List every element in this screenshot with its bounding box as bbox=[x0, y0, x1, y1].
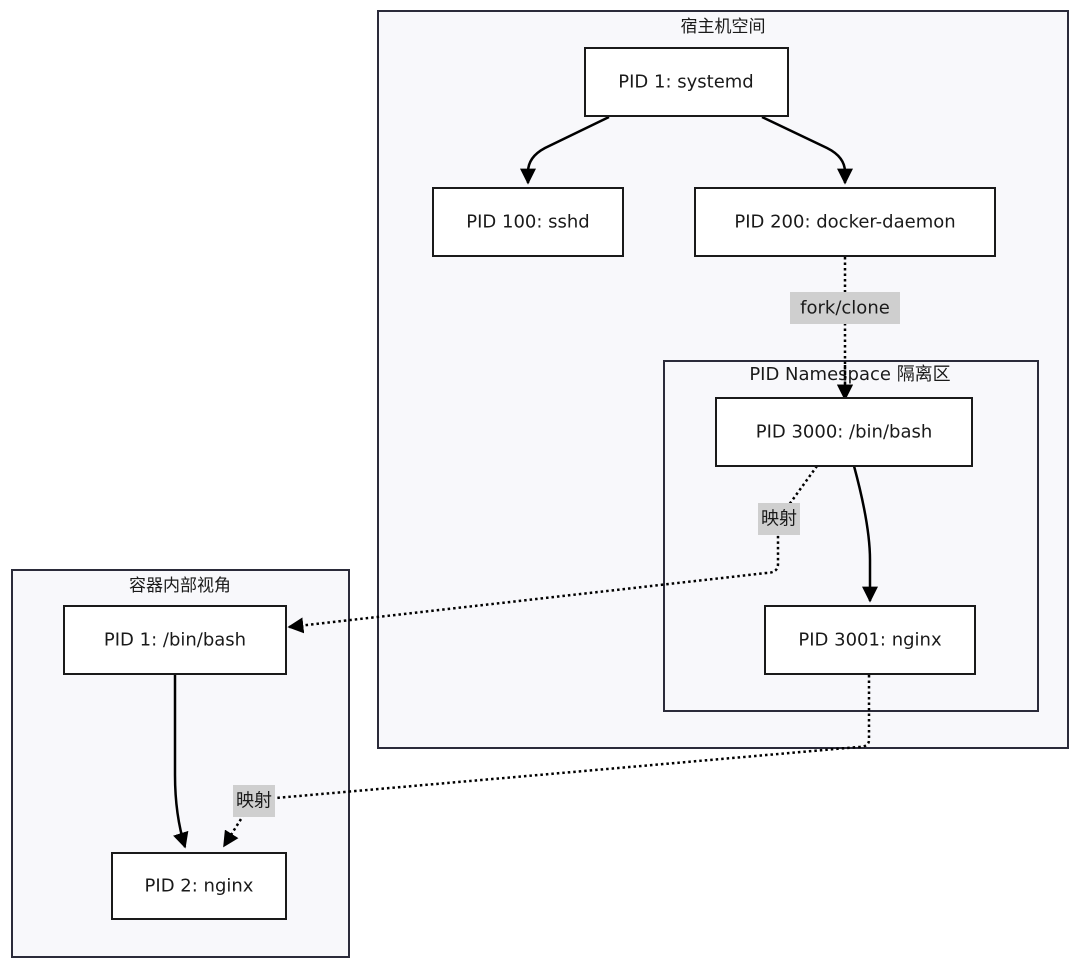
host-space-label: 宿主机空间 bbox=[681, 17, 766, 37]
edge-label-fork-clone-bg bbox=[790, 292, 900, 324]
node-docker-daemon-box[interactable] bbox=[694, 187, 996, 257]
node-bash-3000[interactable]: PID 3000: /bin/bash bbox=[715, 397, 973, 467]
node-docker-daemon[interactable]: PID 200: docker-daemon bbox=[694, 187, 996, 257]
node-docker-daemon-label: PID 200: docker-daemon bbox=[734, 212, 955, 233]
edge-label-mapping-bash-text: 映射 bbox=[761, 509, 797, 530]
edge-cbash-to-cnginx bbox=[173, 675, 189, 849]
node-container-bash-label: PID 1: /bin/bash bbox=[104, 630, 246, 651]
node-container-bash-box[interactable] bbox=[63, 605, 287, 675]
edge-systemd-to-docker bbox=[761, 115, 853, 185]
pid-namespace-label: PID Namespace 隔离区 bbox=[749, 364, 950, 385]
node-systemd-box[interactable] bbox=[584, 47, 789, 117]
node-container-nginx[interactable]: PID 2: nginx bbox=[111, 852, 287, 920]
edge-systemd-to-sshd bbox=[520, 115, 610, 185]
node-nginx-3001[interactable]: PID 3001: nginx bbox=[764, 605, 976, 675]
node-systemd-label: PID 1: systemd bbox=[618, 72, 753, 93]
node-container-bash[interactable]: PID 1: /bin/bash bbox=[63, 605, 287, 675]
edge-nginx3001-to-cnginx bbox=[222, 675, 871, 848]
node-sshd-box[interactable] bbox=[432, 187, 624, 257]
edge-label-mapping-nginx: 映射 bbox=[233, 785, 275, 817]
edge-label-mapping-nginx-bg bbox=[233, 785, 275, 817]
node-bash-3000-box[interactable] bbox=[715, 397, 973, 467]
edge-bash3000-to-cbash bbox=[287, 465, 819, 634]
edge-bash3000-to-nginx3001 bbox=[852, 465, 878, 603]
edge-label-mapping-bash: 映射 bbox=[758, 503, 800, 535]
edge-label-mapping-bash-bg bbox=[758, 503, 800, 535]
node-nginx-3001-label: PID 3001: nginx bbox=[798, 630, 942, 651]
node-bash-3000-label: PID 3000: /bin/bash bbox=[756, 422, 933, 443]
container-view-label: 容器内部视角 bbox=[129, 576, 231, 596]
node-sshd[interactable]: PID 100: sshd bbox=[432, 187, 624, 257]
edge-label-fork-clone: fork/clone bbox=[790, 292, 900, 324]
node-nginx-3001-box[interactable] bbox=[764, 605, 976, 675]
edge-label-mapping-nginx-text: 映射 bbox=[236, 791, 272, 812]
node-container-nginx-box[interactable] bbox=[111, 852, 287, 920]
edge-label-fork-clone-text: fork/clone bbox=[800, 298, 890, 319]
node-sshd-label: PID 100: sshd bbox=[466, 212, 589, 233]
node-container-nginx-label: PID 2: nginx bbox=[145, 876, 254, 897]
node-systemd[interactable]: PID 1: systemd bbox=[584, 47, 789, 117]
